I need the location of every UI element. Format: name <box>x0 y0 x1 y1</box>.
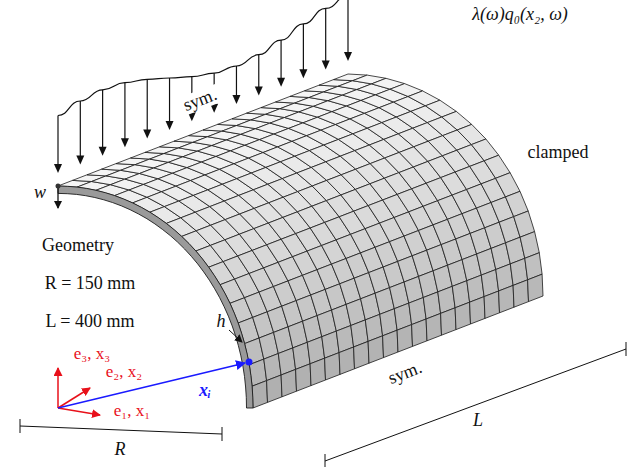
mesh-cell <box>310 358 325 385</box>
mesh-cell <box>412 319 427 346</box>
dimension-tick <box>325 454 326 467</box>
label: Geometry <box>42 236 114 255</box>
load-arrow <box>57 116 58 166</box>
load-arrow <box>80 101 81 156</box>
load-arrow <box>303 24 304 70</box>
axis-arrow <box>58 408 100 415</box>
label: R = 150 mm <box>45 274 136 293</box>
dimension-tick <box>626 342 627 356</box>
label: h <box>217 312 226 331</box>
label: sym. <box>179 84 222 115</box>
mesh-cell <box>499 285 514 312</box>
displacement-arrow <box>57 186 58 208</box>
load-arrow <box>124 83 125 140</box>
label: clamped <box>528 143 589 162</box>
label: L = 400 mm <box>46 312 135 331</box>
load <box>54 0 352 173</box>
label: w <box>34 183 46 202</box>
mesh-cell <box>354 341 369 368</box>
mesh-cell <box>528 274 543 301</box>
dimension-tick <box>20 419 21 433</box>
load-arrowhead <box>299 69 307 78</box>
point-dot <box>246 359 253 366</box>
load-arrow <box>236 66 237 96</box>
load-arrowhead <box>54 164 62 173</box>
mesh-cell <box>296 364 311 391</box>
load-arrow <box>347 0 348 53</box>
mesh-cell <box>339 347 354 374</box>
mesh-cell <box>281 369 296 396</box>
load-arrow <box>102 90 103 148</box>
label: L <box>473 411 483 430</box>
load-arrowhead <box>143 130 151 139</box>
axis-arrow <box>58 388 90 408</box>
mesh-cell <box>325 353 340 380</box>
load-arrow <box>258 55 259 88</box>
dimension-line <box>325 349 626 461</box>
dimension-tick <box>222 427 223 441</box>
load-arrowhead <box>232 95 240 104</box>
label: e₁, x₁ <box>114 402 150 420</box>
label: e₃, x₃ <box>74 345 110 363</box>
load-arrow <box>325 8 326 61</box>
axis-arrow <box>57 368 59 408</box>
load-arrow <box>280 40 281 79</box>
mesh-cell <box>513 280 528 307</box>
mesh-cell <box>368 336 383 363</box>
load-arrowhead <box>166 121 174 130</box>
label: sym. <box>386 358 425 388</box>
dimension-line <box>20 426 222 434</box>
thickness-arrow <box>229 330 242 342</box>
point-dot <box>56 184 61 189</box>
mesh-cell <box>267 375 282 402</box>
mesh-cell <box>383 330 398 357</box>
mesh-cell <box>397 325 412 352</box>
load-arrow <box>169 78 170 122</box>
annotations <box>20 184 626 467</box>
mesh-cell <box>441 308 456 335</box>
load-arrowhead <box>99 147 107 156</box>
mesh-cell <box>455 302 470 329</box>
load-arrowhead <box>322 61 330 70</box>
load-arrowhead <box>255 86 263 95</box>
label: e₂, x₂ <box>106 363 142 381</box>
mesh <box>58 74 543 408</box>
mesh-cell <box>252 381 267 408</box>
position-vector <box>58 363 245 408</box>
load-curve <box>58 0 348 116</box>
label: xᵢ <box>199 381 211 400</box>
load-arrowhead <box>121 138 129 147</box>
mesh-cell <box>426 313 441 340</box>
load-arrow <box>147 79 148 130</box>
load-arrowhead <box>277 78 285 87</box>
mesh-cell <box>470 297 485 324</box>
load-arrowhead <box>344 52 352 61</box>
thickness-strip <box>58 186 253 408</box>
label: λ(ω)q₀(x₂, ω) <box>472 5 568 24</box>
label: R <box>115 440 126 459</box>
mesh-cell <box>484 291 499 318</box>
load-arrowhead <box>76 155 84 164</box>
